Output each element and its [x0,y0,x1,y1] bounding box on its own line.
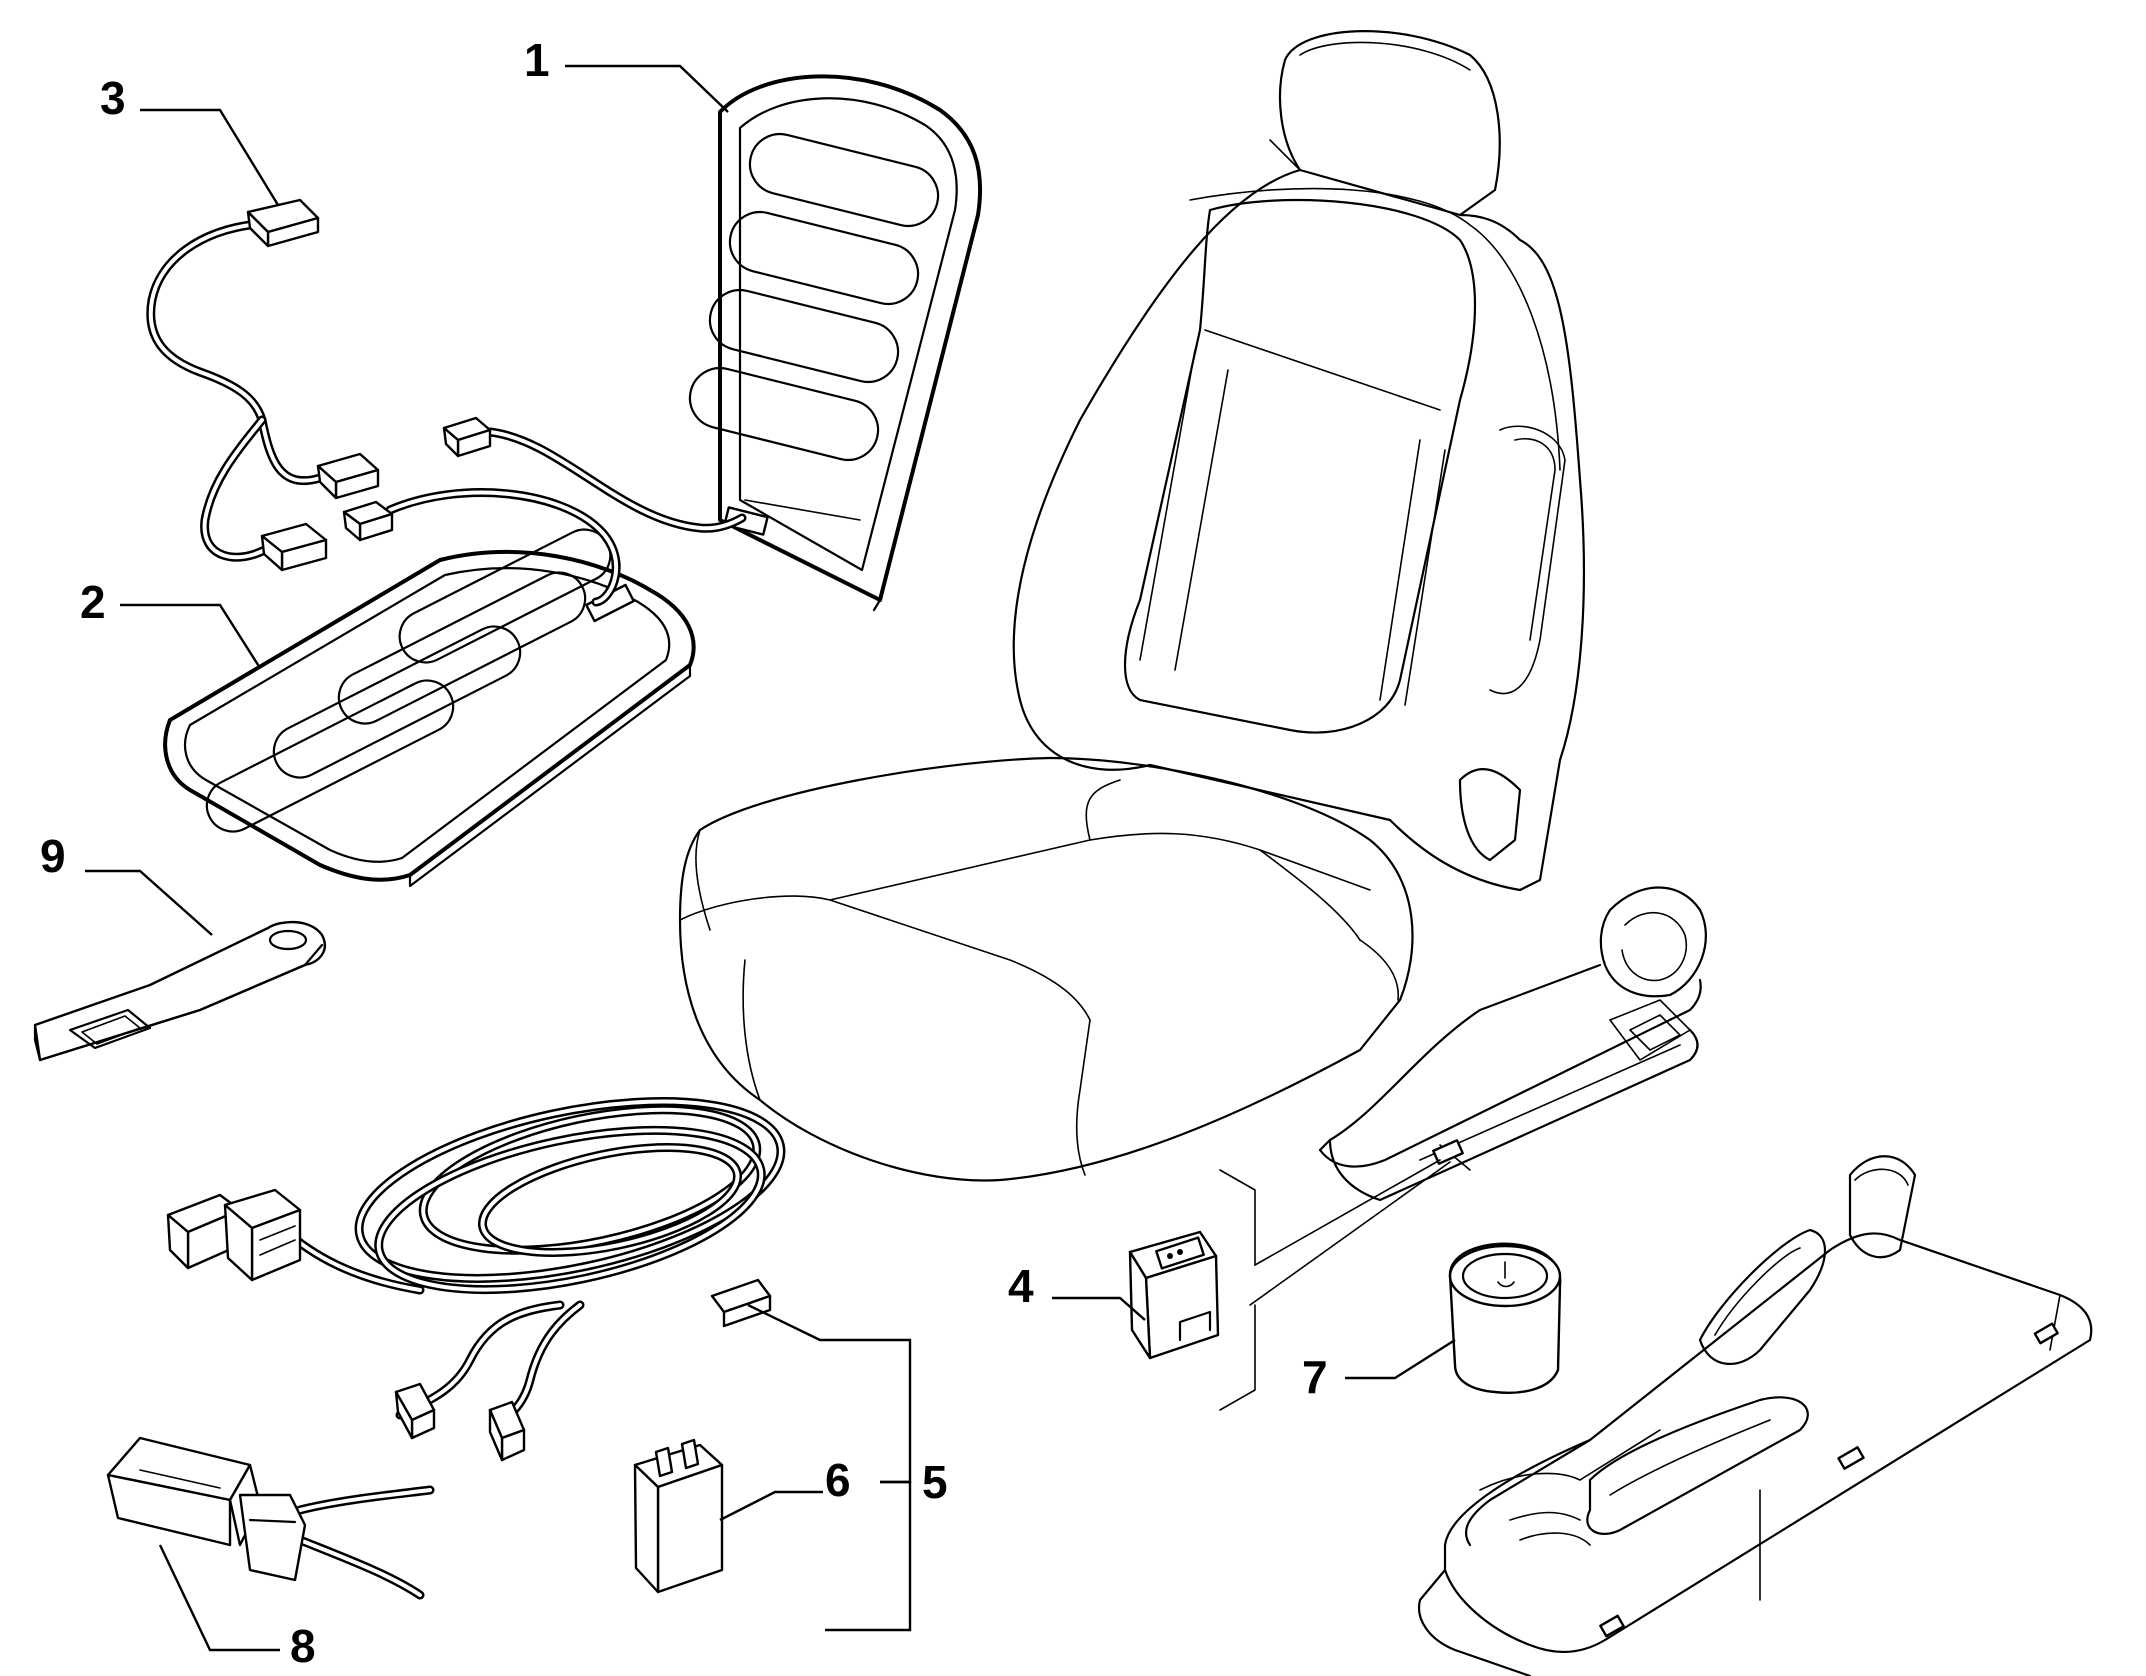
connector-icon [342,500,394,542]
callout-4: 4 [1008,1260,1034,1312]
callout-3: 3 [100,72,126,124]
callout-9: 9 [40,830,66,882]
part-5-wiring-harness [166,1097,786,1462]
connector-icon [246,198,320,248]
part-2-cushion-heating-pad [163,528,696,888]
connector-icon [442,416,492,458]
part-1-backrest-heating-pad [688,74,983,612]
part-6-relay [633,1438,724,1594]
connector-icon [260,522,328,572]
part-3-jumper-harness [146,198,747,607]
seat-outline [678,30,1707,1411]
callout-6: 6 [825,1454,851,1506]
callout-5: 5 [922,1456,948,1508]
callout-labels: 1 2 3 4 5 6 7 8 9 [40,34,1328,1672]
part-9-bracket [33,920,327,1062]
part-8-connector [106,1436,435,1600]
callout-8: 8 [290,1620,316,1672]
part-7-cap [1448,1242,1562,1394]
centre-console-outline [1417,1155,2093,1676]
callout-2: 2 [80,576,106,628]
callout-1: 1 [524,34,550,86]
leader-lines [85,64,1456,1652]
part-4-heater-switch [1128,1230,1220,1360]
connector-icon [316,452,380,500]
callout-7: 7 [1302,1351,1328,1403]
